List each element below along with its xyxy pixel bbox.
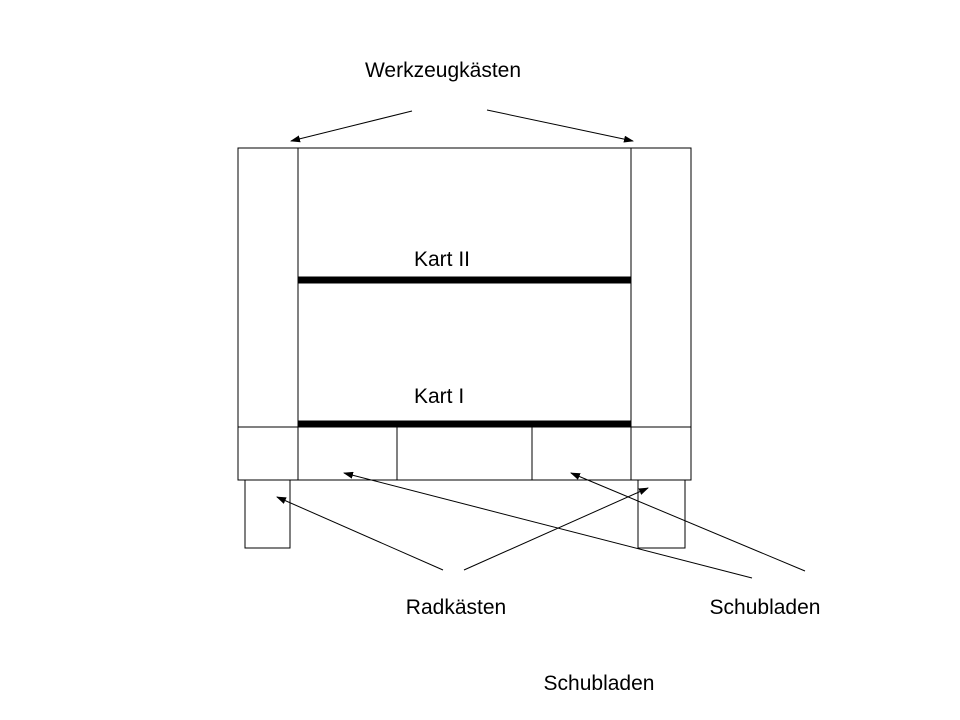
label-wheel-boxes: Radkästen: [406, 596, 506, 619]
cabinet-outline: [237, 147, 692, 481]
wheel-box-right: [637, 479, 686, 549]
label-kart-upper: Kart II: [414, 248, 470, 271]
arrow-toolbox-left: [290, 110, 413, 143]
arrow-wheelbox-right: [463, 487, 649, 571]
arrow-drawer-left: [343, 471, 753, 579]
arrow-toolbox-right: [486, 109, 634, 143]
label-drawers-right: Schubladen: [710, 596, 821, 619]
label-drawers-bottom: Schubladen: [544, 672, 655, 695]
wheel-box-left: [244, 479, 291, 549]
arrow-wheelbox-left: [276, 496, 444, 571]
label-kart-lower: Kart I: [414, 385, 464, 408]
arrow-drawer-right: [570, 472, 806, 572]
label-toolboxes: Werkzeugkästen: [365, 59, 521, 82]
